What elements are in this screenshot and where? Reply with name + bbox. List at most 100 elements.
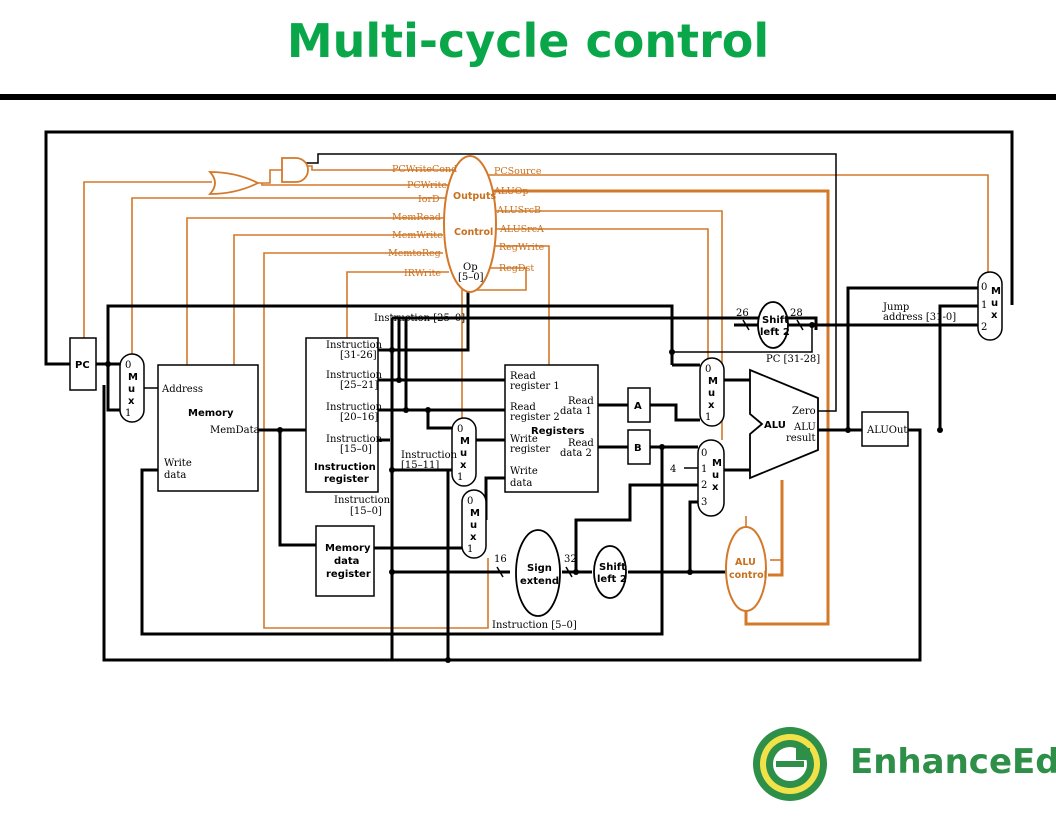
reg-port-label: Read (568, 438, 594, 449)
mux-input-0: 0 (705, 364, 711, 375)
mux-input-1: 1 (705, 412, 711, 423)
jump-label: address [31-0] (883, 312, 956, 323)
bus-width-marks (496, 319, 804, 578)
alu: ALU Zero ALU result (749, 368, 819, 480)
register-file: Read register 1 Read register 2 Register… (504, 364, 599, 493)
control-outputs-label: Outputs (453, 191, 496, 202)
instr-15-11-label: Instruction (401, 450, 458, 461)
mux-input-0: 0 (701, 448, 707, 459)
control-unit: Outputs Control Op [5–0] (443, 155, 497, 293)
mux-iord: 0 M u x 1 (119, 353, 145, 423)
ir-field-bits: [31-26] (340, 350, 377, 361)
memory-unit: Address Memory MemData Write data (157, 364, 260, 492)
mux-input-1: 1 (467, 544, 473, 555)
alu-name: ALU (764, 420, 786, 431)
registers-name: Registers (531, 426, 585, 437)
mdr-label: data (334, 556, 359, 567)
instr-25-0-label: Instruction [25–0] (374, 313, 465, 324)
aluout-label: ALUOut (866, 425, 907, 436)
reg-port-label: register 2 (510, 412, 560, 423)
reg-port-label: Read (510, 402, 536, 413)
control-op-bits-label: [5–0] (458, 272, 484, 283)
wire-labels: Instruction [25–0] 26 28 PC [31-28] Jump… (334, 302, 956, 631)
mux-input-0: 0 (457, 424, 463, 435)
shift-label: Shift (599, 562, 626, 573)
reg-port-label: data 1 (560, 406, 592, 417)
control-name-label: Control (454, 227, 493, 238)
and-gate (281, 157, 309, 183)
reg-port-label: data (510, 478, 532, 489)
mux-input-1: 1 (125, 408, 131, 419)
pc-31-28-label: PC [31-28] (766, 354, 820, 365)
shift-label: Shift (762, 315, 789, 326)
mux-letter: M (470, 508, 480, 519)
mux-letter: x (708, 400, 715, 411)
signal-iord: IorD (418, 194, 440, 205)
ir-field-bits: [20–16] (340, 412, 378, 423)
mux-letter: u (128, 384, 135, 395)
mux-letter: x (991, 310, 998, 321)
mux-alusrca: 0 M u x 1 (699, 357, 725, 427)
signal-irwrite: IRWrite (404, 268, 441, 279)
signal-pcsource: PCSource (494, 166, 542, 177)
control-op-label: Op (463, 262, 478, 273)
mux-pcsource: 0 1 2 M u x (977, 271, 1003, 341)
sign-extend-label: Sign (527, 563, 552, 574)
register-b: B (627, 429, 651, 465)
shift-label: left 2 (597, 574, 627, 585)
mux-letter: u (991, 298, 998, 309)
signal-memread: MemRead (392, 212, 441, 223)
signal-regdst: RegDst (499, 263, 534, 274)
memory-data-label: data (164, 470, 186, 481)
mux-letter: M (460, 436, 470, 447)
alu-control: ALU control (725, 526, 767, 612)
ir-field-label: Instruction (326, 434, 383, 445)
bits-32-label: 32 (564, 554, 577, 565)
instruction-register: Instruction [31-26] Instruction [25–21] … (305, 337, 383, 493)
signal-pcwrite: PCWrite (407, 180, 447, 191)
instr-15-0-label: [15–0] (350, 506, 382, 517)
mux-letter: u (460, 448, 467, 459)
alu-control-label: control (729, 570, 767, 581)
mux-letter: x (470, 532, 477, 543)
memory-address-label: Address (161, 384, 203, 395)
sign-extend-label: extend (520, 576, 559, 587)
register-a-label: A (634, 401, 642, 412)
signal-alusrca: ALUSrcA (499, 224, 544, 235)
instr-15-11-label: [15–11] (401, 460, 439, 471)
enhanceedu-logo-icon (753, 727, 827, 801)
reg-port-label: register (510, 444, 550, 455)
mux-letter: M (712, 458, 722, 469)
mux-input-0: 0 (467, 496, 473, 507)
bits-28-label: 28 (790, 308, 803, 319)
pc-label: PC (75, 360, 90, 371)
mux-input-3: 3 (701, 497, 707, 508)
shift-left-2-lower: Shift left 2 (593, 545, 627, 599)
signal-memwrite: MemWrite (392, 230, 443, 241)
ir-name: register (324, 474, 369, 485)
alu-zero-label: Zero (792, 406, 816, 417)
mux-input-1: 1 (457, 472, 463, 483)
shift-left-2-upper: Shift left 2 (757, 301, 790, 349)
mdr-label: register (326, 569, 371, 580)
ir-name: Instruction (314, 462, 376, 473)
mux-input-1: 1 (701, 464, 707, 475)
memory-data-register: Memory data register (315, 525, 375, 597)
mux-input-0: 0 (125, 360, 131, 371)
mux-alusrcb: 0 1 2 3 M u x (697, 439, 725, 517)
alu-control-label: ALU (735, 557, 756, 568)
ir-field-label: Instruction (326, 402, 383, 413)
signal-aluop: ALUOp (493, 186, 529, 197)
page-title: Multi-cycle control (286, 14, 770, 68)
ir-field-label: Instruction (326, 370, 383, 381)
ir-field-label: Instruction (326, 340, 383, 351)
pc-register: PC (69, 337, 97, 391)
aluout-register: ALUOut (861, 411, 909, 447)
signal-regwrite: RegWrite (499, 242, 545, 253)
mdr-label: Memory (325, 543, 371, 554)
title-divider (0, 94, 1056, 100)
mux-regdst: 0 M u x 1 (451, 417, 477, 487)
mux-input-1: 1 (981, 300, 987, 311)
reg-port-label: Read (510, 371, 536, 382)
